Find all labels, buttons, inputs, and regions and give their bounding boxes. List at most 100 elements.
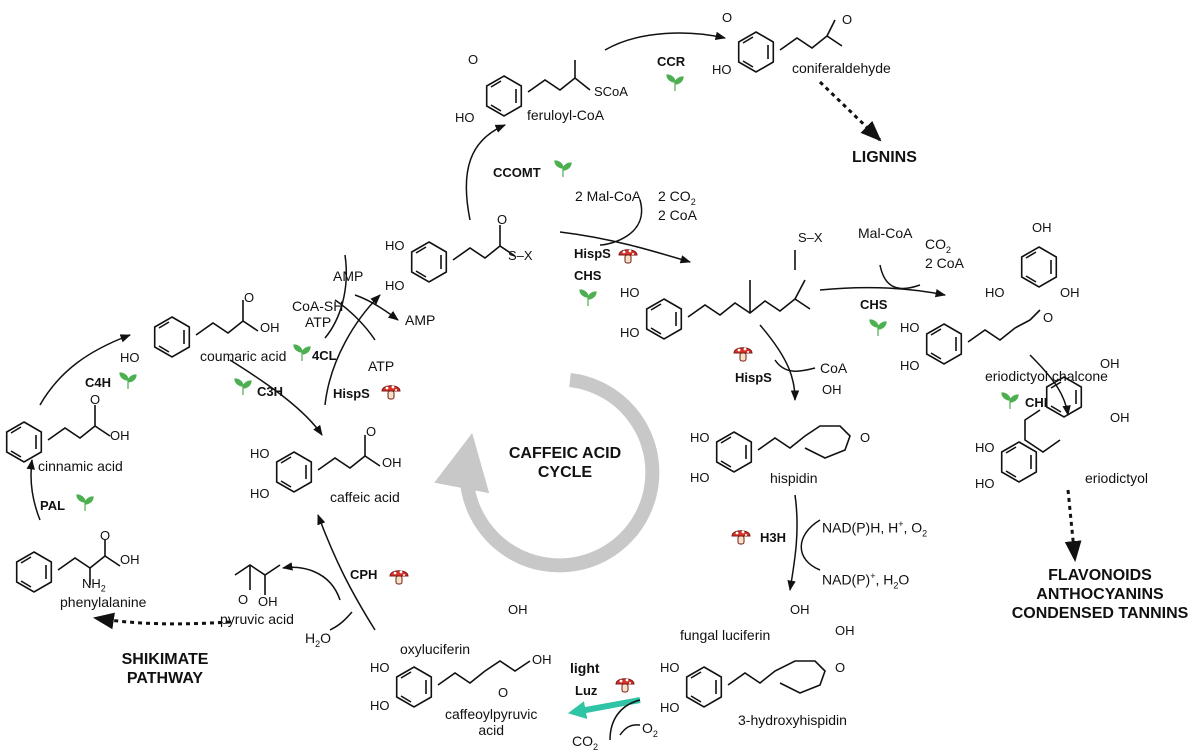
leaf-icon xyxy=(1001,392,1019,409)
cofactor-h2o-o: O xyxy=(898,571,910,588)
cofactor-co2-b: CO2 xyxy=(572,733,598,755)
atom-oh-erio-top: OH xyxy=(1100,356,1120,371)
atom-o-pyruvic: O xyxy=(238,592,249,607)
cofactor-2-co2-text: 2 CO xyxy=(658,188,691,204)
atom-o-methoxy-1: O xyxy=(468,52,479,67)
compound-eriodictyol-chalcone: eriodictyol chalcone xyxy=(985,368,1108,384)
atom-o-oxy: O xyxy=(498,685,509,700)
cofactor-co2-b-text: CO xyxy=(572,733,593,749)
atom-oh-chalcone-top: OH xyxy=(1032,220,1052,235)
cofactor-o2-b-text: O xyxy=(642,720,653,736)
cofactor-nadp-text: NAD(P) xyxy=(822,571,871,588)
output-flavonoids-line2: ANTHOCYANINS xyxy=(1036,586,1164,603)
enzyme-ccomt: CCOMT xyxy=(493,165,541,180)
enzyme-hisps-left: HispS xyxy=(333,386,370,401)
atom-oh-hh-1: OH xyxy=(790,602,810,617)
leaf-icon xyxy=(234,378,252,395)
atom-ho-erio-2: HO xyxy=(975,476,995,491)
cofactor-o2-b-sub: 2 xyxy=(652,728,658,739)
output-shikimate: SHIKIMATE PATHWAY xyxy=(110,650,220,688)
atom-ho-feruloyl: HO xyxy=(455,110,475,125)
atom-o-methoxy-2: O xyxy=(722,10,733,25)
enzyme-c3h: C3H xyxy=(257,384,284,399)
enzyme-chi: CHI xyxy=(1025,395,1048,410)
atom-ho-hh-2: HO xyxy=(660,700,680,715)
cofactor-nadp-sup: + xyxy=(870,571,876,581)
enzyme-hisps-top: HispS xyxy=(574,246,611,261)
atom-oh-hh-2: OH xyxy=(835,623,855,638)
cycle-title-line1: CAFFEIC ACID xyxy=(508,445,622,462)
atom-oh-coumaric: OH xyxy=(260,320,280,335)
cofactor-light: light xyxy=(570,660,600,676)
cofactor-h2o-b-text: H xyxy=(305,630,316,646)
atom-ho-oxy-1: HO xyxy=(370,660,390,675)
compound-caffeic-acid: caffeic acid xyxy=(330,489,400,505)
atom-o-chalcone: O xyxy=(1043,310,1054,325)
cofactor-o2-b: O2 xyxy=(642,720,658,742)
cofactor-h2o-sub: 2 xyxy=(893,580,899,591)
reaction-arrows xyxy=(26,31,1082,631)
compound-fungal-luciferin: fungal luciferin xyxy=(680,627,771,643)
compound-cinnamic-acid: cinnamic acid xyxy=(38,458,123,474)
atom-nh2-sub: 2 xyxy=(100,583,106,594)
caffeic-acid-cycle-arrow xyxy=(434,373,660,573)
cofactor-2-co2-sub: 2 xyxy=(690,196,696,207)
atom-ho-chalcone-2: HO xyxy=(900,320,920,335)
cofactor-2-co2: 2 CO2 xyxy=(658,188,696,210)
cofactor-coa-sh: CoA-SH xyxy=(292,298,344,314)
atom-ho-chalcone: HO xyxy=(985,285,1005,300)
cofactor-amp-1: AMP xyxy=(333,268,364,284)
atom-oh-oxy: OH xyxy=(508,602,528,617)
mushroom-icon xyxy=(731,530,751,545)
cofactor-co2: CO2 xyxy=(925,236,951,258)
compound-pyruvic-acid: pyruvic acid xyxy=(220,611,294,627)
atom-ho-hispidin-1: HO xyxy=(690,430,710,445)
leaf-icon xyxy=(579,289,597,306)
compound-phenylalanine: phenylalanine xyxy=(60,594,147,610)
leaf-icon xyxy=(119,372,137,389)
output-shikimate-line2: PATHWAY xyxy=(126,670,204,687)
cofactor-atp-2: ATP xyxy=(368,358,395,374)
atom-o-aldehyde: O xyxy=(842,12,853,27)
cofactor-h2o-b-sub: 2 xyxy=(315,638,321,649)
atom-oh-hispidin: OH xyxy=(822,382,842,397)
cofactor-co2-sub: 2 xyxy=(946,244,952,255)
cofactor-o2-sub: 2 xyxy=(922,528,928,539)
enzyme-h3h: H3H xyxy=(760,530,787,545)
atom-oh-oxy-acid: OH xyxy=(532,652,552,667)
cofactor-2-mal-coa: 2 Mal-CoA xyxy=(575,188,642,204)
atom-oh-cinnamic: OH xyxy=(110,428,130,443)
cycle-title-line2: CYCLE xyxy=(537,464,593,481)
cofactor-h2o-b-o: O xyxy=(320,630,332,646)
enzyme-4cl: 4CL xyxy=(312,348,337,363)
atom-oh-caffeic: OH xyxy=(382,455,402,470)
mushroom-icon xyxy=(389,570,409,585)
cofactor-nadph-sup: + xyxy=(898,519,904,529)
atom-nh2: NH2 xyxy=(82,576,106,597)
atom-sx-1: S–X xyxy=(508,248,533,263)
mushroom-icon xyxy=(618,249,638,264)
cofactor-2-coa: 2 CoA xyxy=(658,207,697,223)
mushroom-icon xyxy=(615,678,635,693)
atom-ho-caffeic-1: HO xyxy=(250,446,270,461)
compound-coumaric-acid: coumaric acid xyxy=(200,348,287,364)
atom-ho-sx-1: HO xyxy=(385,238,405,253)
atom-oh-phe: OH xyxy=(120,552,140,567)
cofactor-co2-b-sub: 2 xyxy=(593,741,599,752)
output-flavonoids-line3: CONDENSED TANNINS xyxy=(1011,605,1189,622)
compound-eriodictyol: eriodictyol xyxy=(1085,470,1149,486)
enzyme-cph: CPH xyxy=(350,567,378,582)
atom-o-cinnamic: O xyxy=(90,392,101,407)
atom-o-hh: O xyxy=(835,660,846,675)
atom-oh-chalcone: OH xyxy=(1060,285,1080,300)
atom-ho-hispidin-2: HO xyxy=(690,470,710,485)
atom-ho-oxy-2: HO xyxy=(370,698,390,713)
enzyme-ccr: CCR xyxy=(657,54,686,69)
atom-ho-hh-1: HO xyxy=(660,660,680,675)
atom-o-sx: O xyxy=(497,212,508,227)
output-shikimate-line1: SHIKIMATE xyxy=(121,651,209,668)
cofactor-h2o-b: H2O xyxy=(305,630,331,652)
atom-o-caffeic: O xyxy=(366,424,377,439)
